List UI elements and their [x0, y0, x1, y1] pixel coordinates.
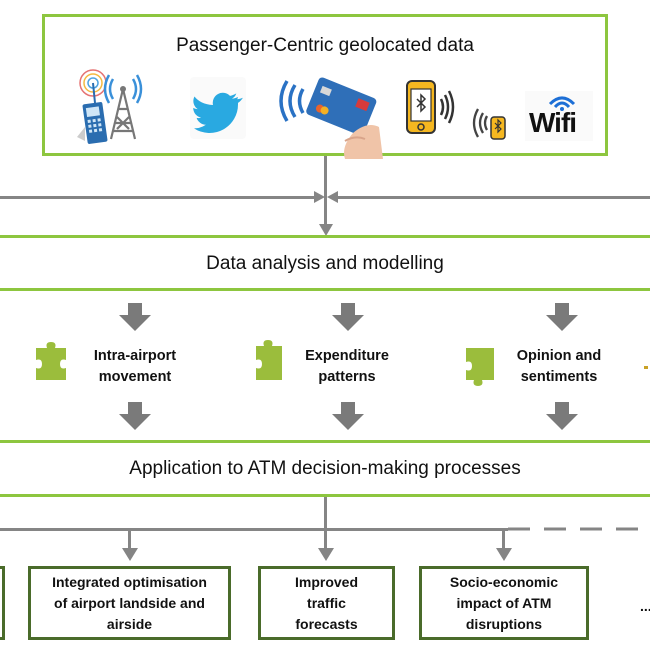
output-line1: Socio-economic — [449, 573, 559, 590]
arrow-head-icon — [318, 548, 334, 561]
arrow-head-icon — [496, 548, 512, 561]
output-line1: Improved — [294, 573, 358, 590]
block-arrow-down-icon — [119, 402, 151, 430]
output-line1: Integrated optimisation — [52, 573, 207, 590]
block-arrow-down-icon — [332, 402, 364, 430]
analysis-item-expenditure: Expenditure patterns — [292, 346, 402, 388]
data-analysis-band: Data analysis and modelling — [0, 235, 650, 291]
puzzle-piece-icon — [466, 348, 494, 386]
wifi-signal-icon — [548, 96, 576, 111]
analysis-item-line1: Opinion and — [516, 348, 602, 364]
puzzle-piece-icon — [256, 340, 282, 380]
output-box-socio-economic: Socio-economic impact of ATM disruptions — [419, 566, 589, 640]
analysis-item-opinion: Opinion and sentiments — [504, 346, 614, 388]
connector-right-line — [338, 196, 650, 199]
output-line3: disruptions — [465, 615, 543, 632]
puzzle-piece-icon — [36, 342, 66, 380]
output-line3: airside — [106, 615, 153, 632]
block-arrow-down-icon — [119, 303, 151, 331]
connector-drop-3 — [502, 528, 505, 550]
passenger-data-box: Passenger-Centric geolocated data — [42, 14, 608, 159]
block-arrow-down-icon — [332, 303, 364, 331]
output-box-integrated-optimisation: Integrated optimisation of airport lands… — [28, 566, 231, 640]
wifi-label: Wifi — [529, 107, 577, 138]
connector-drop-1 — [128, 528, 131, 550]
bluetooth-phone-icon — [406, 80, 455, 134]
more-outputs-indicator: ... — [640, 598, 650, 614]
output-box-partial — [0, 566, 5, 640]
merge-arrows-icon — [314, 191, 338, 236]
block-arrow-down-icon — [546, 402, 578, 430]
twitter-bird-icon — [190, 77, 246, 139]
dashed-connector-line — [508, 527, 650, 531]
application-band: Application to ATM decision-making proce… — [0, 440, 650, 497]
output-line3: forecasts — [295, 615, 358, 632]
wifi-logo-icon: Wifi — [525, 91, 593, 141]
contactless-card-icon — [279, 77, 383, 159]
arrow-head-icon — [122, 548, 138, 561]
analysis-item-line1: Expenditure — [305, 348, 389, 364]
data-analysis-title: Data analysis and modelling — [206, 253, 444, 274]
output-line2: impact of ATM — [456, 594, 552, 611]
output-box-traffic-forecasts: Improved traffic forecasts — [258, 566, 395, 640]
output-line2: traffic — [307, 594, 346, 611]
analysis-item-line2: movement — [98, 369, 172, 385]
passenger-data-title: Passenger-Centric geolocated data — [176, 35, 474, 56]
puzzle-piece-edge-icon — [644, 366, 648, 369]
bluetooth-tag-icon — [472, 108, 506, 140]
mobile-tower-icon — [77, 69, 143, 144]
connector-left-line — [0, 196, 314, 199]
output-line2: of airport landside and — [54, 594, 205, 611]
analysis-item-line1: Intra-airport — [93, 348, 177, 364]
application-title: Application to ATM decision-making proce… — [129, 458, 521, 479]
connector-horizontal-bottom — [0, 528, 508, 531]
block-arrow-down-icon — [546, 303, 578, 331]
analysis-item-line2: patterns — [318, 369, 376, 385]
analysis-item-intra-airport: Intra-airport movement — [80, 346, 190, 388]
connector-vertical-top — [324, 156, 327, 226]
analysis-item-line2: sentiments — [520, 369, 598, 385]
connector-vertical-bottom — [324, 497, 327, 555]
